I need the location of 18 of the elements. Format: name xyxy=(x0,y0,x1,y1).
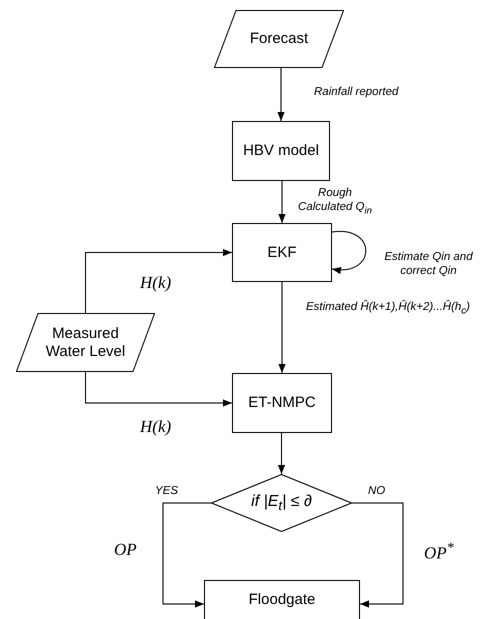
node-label: Floodgate xyxy=(248,590,316,608)
arrow xyxy=(278,282,286,374)
node-label: HBV model xyxy=(243,142,319,160)
arrow xyxy=(278,432,286,474)
arrow xyxy=(332,230,366,274)
node-label: EKF xyxy=(267,244,297,262)
arrow xyxy=(85,248,232,314)
output-label: OP$^{*}$ xyxy=(424,540,454,564)
arrow xyxy=(277,68,285,122)
condition-text: if |E$_{t}$| ≤ ∂ xyxy=(251,492,312,514)
node-label: Forecast xyxy=(250,30,308,48)
arrow xyxy=(278,180,286,224)
arrow xyxy=(162,502,212,608)
output-label: OP xyxy=(114,540,137,560)
node-label: Measured Water Level xyxy=(46,324,126,360)
arrow xyxy=(85,372,232,407)
arrow xyxy=(352,502,404,608)
node-label: ET-NMPC xyxy=(248,394,316,412)
